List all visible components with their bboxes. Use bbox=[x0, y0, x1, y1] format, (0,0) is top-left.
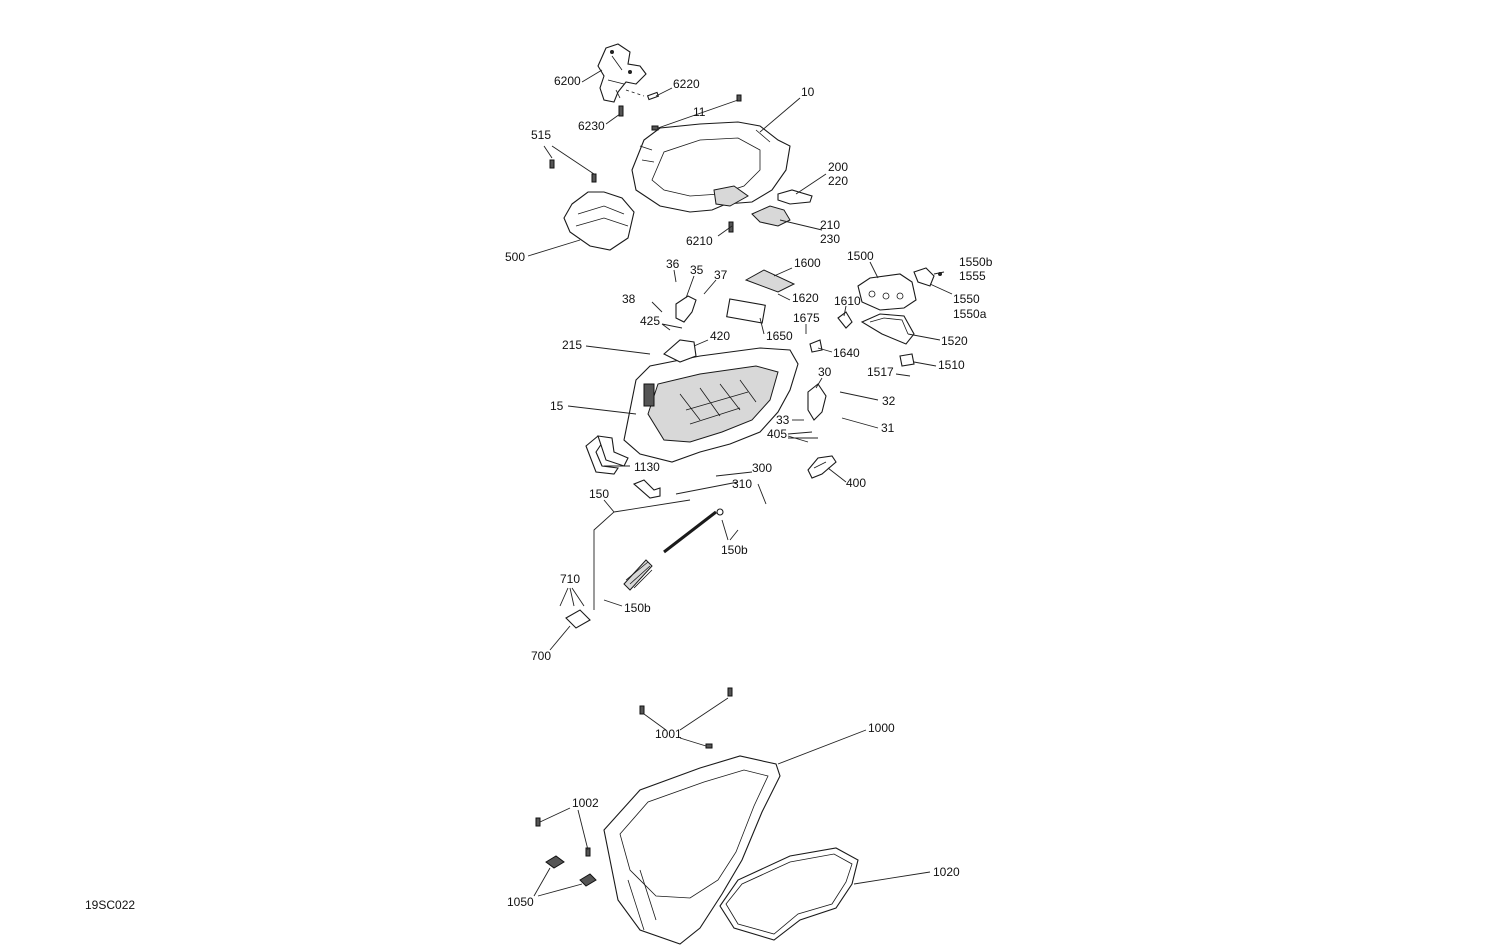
callout-400: 400 bbox=[846, 476, 866, 490]
callout-1555: 1555 bbox=[959, 269, 986, 283]
callout-1550a: 1550a bbox=[953, 307, 987, 321]
callout-1650: 1650 bbox=[766, 329, 793, 343]
callout-30: 30 bbox=[818, 365, 832, 379]
callout-500: 500 bbox=[505, 250, 525, 264]
callout-1520: 1520 bbox=[941, 334, 968, 348]
callout-405: 405 bbox=[767, 427, 787, 441]
callout-1002: 1002 bbox=[572, 796, 599, 810]
callout-6220: 6220 bbox=[673, 77, 700, 91]
callout-33: 33 bbox=[776, 413, 790, 427]
callout-6200: 6200 bbox=[554, 74, 581, 88]
lid-1500-part bbox=[857, 273, 917, 311]
handle-400-part bbox=[807, 455, 837, 479]
callout-6230: 6230 bbox=[578, 119, 605, 133]
callout-515: 515 bbox=[531, 128, 551, 142]
callout-310: 310 bbox=[732, 477, 752, 491]
callout-150b-lower: 150b bbox=[624, 601, 651, 615]
storage-tub-15-part bbox=[623, 347, 799, 463]
callout-1550b: 1550b bbox=[959, 255, 993, 269]
bolt-6230 bbox=[618, 105, 624, 117]
callout-1610: 1610 bbox=[834, 294, 861, 308]
callout-1000: 1000 bbox=[868, 721, 895, 735]
callout-38: 38 bbox=[622, 292, 636, 306]
callout-1130: 1130 bbox=[634, 460, 660, 474]
callout-32: 32 bbox=[882, 394, 896, 408]
clip-1610-part bbox=[837, 311, 853, 329]
callout-300: 300 bbox=[752, 461, 772, 475]
gasket-1020-part bbox=[719, 847, 859, 941]
bin-1000-part bbox=[603, 755, 781, 945]
callout-1517: 1517 bbox=[867, 365, 894, 379]
callout-1050: 1050 bbox=[507, 895, 534, 909]
callout-210: 210 bbox=[820, 218, 840, 232]
callout-15: 15 bbox=[550, 399, 564, 413]
pad-1650-part bbox=[726, 298, 766, 324]
callout-1510: 1510 bbox=[938, 358, 965, 372]
callout-1020: 1020 bbox=[933, 865, 960, 879]
bolt-6220 bbox=[625, 89, 660, 101]
callout-36: 36 bbox=[666, 257, 680, 271]
callout-37: 37 bbox=[714, 268, 728, 282]
screws-11 bbox=[651, 94, 742, 131]
diagram-code: 19SC022 bbox=[85, 898, 135, 912]
callout-31: 31 bbox=[881, 421, 895, 435]
callout-35: 35 bbox=[690, 263, 704, 277]
leader-lines bbox=[527, 69, 953, 897]
gasket-1520-part bbox=[860, 313, 915, 345]
latch-1550-part bbox=[913, 267, 942, 287]
callout-1675: 1675 bbox=[793, 311, 820, 325]
callout-1550: 1550 bbox=[953, 292, 980, 306]
lock-700-part bbox=[565, 609, 591, 629]
pad-200-part bbox=[777, 189, 813, 205]
callout-425: 425 bbox=[640, 314, 660, 328]
latch-420-part bbox=[663, 339, 697, 363]
callout-220: 220 bbox=[828, 174, 848, 188]
callout-11: 11 bbox=[693, 105, 706, 119]
cable-150-part bbox=[623, 508, 724, 591]
rear-cover-500-part bbox=[563, 191, 635, 251]
hinge-30-part bbox=[807, 383, 827, 421]
hinge-35-part bbox=[675, 295, 697, 323]
pad-210-part bbox=[751, 205, 791, 227]
bracket-6200-part bbox=[597, 43, 647, 103]
clips-1050-part bbox=[545, 855, 597, 887]
callout-150: 150 bbox=[589, 487, 609, 501]
callout-10: 10 bbox=[801, 85, 815, 99]
callout-215: 215 bbox=[562, 338, 582, 352]
callout-1500: 1500 bbox=[847, 249, 874, 263]
bracket-1510-part bbox=[899, 353, 915, 367]
callout-420: 420 bbox=[710, 329, 730, 343]
callout-710: 710 bbox=[560, 572, 580, 586]
bumper-1640-part bbox=[809, 339, 823, 353]
callout-labels: 6200 6220 6230 11 10 515 200 220 210 230… bbox=[85, 74, 993, 912]
callout-230: 230 bbox=[820, 232, 840, 246]
pad-1600-part bbox=[744, 269, 796, 293]
callout-1640: 1640 bbox=[833, 346, 860, 360]
callout-1600: 1600 bbox=[794, 256, 821, 270]
seat-frame-10-part bbox=[631, 121, 791, 213]
callout-1620: 1620 bbox=[792, 291, 819, 305]
callout-200: 200 bbox=[828, 160, 848, 174]
callout-700: 700 bbox=[531, 649, 551, 663]
callout-150b-upper: 150b bbox=[721, 543, 748, 557]
latch-1130-part bbox=[585, 435, 661, 499]
callout-1001: 1001 bbox=[655, 727, 682, 741]
callout-6210: 6210 bbox=[686, 234, 713, 248]
